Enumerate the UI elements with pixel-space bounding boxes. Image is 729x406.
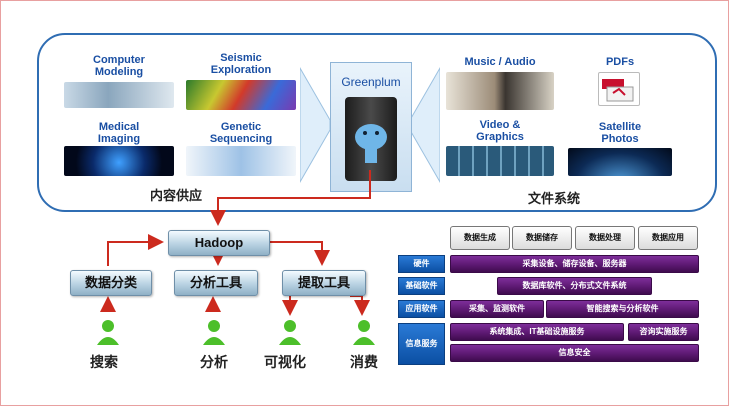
tile-label: PDFs (605, 56, 635, 68)
stack-header: 数据储存 (512, 226, 572, 250)
stack-row-label: 基础软件 (398, 277, 445, 295)
user-label-analysis: 分析 (200, 354, 228, 370)
stack-bar: 系统集成、IT基础设施服务 (450, 323, 624, 341)
tile-medical-imaging: Medical Imaging (64, 121, 174, 145)
tile-label: Genetic (220, 121, 262, 133)
musician-image (446, 72, 554, 110)
satellite-earth-image (568, 148, 672, 176)
tile-label: Music / Audio (464, 56, 536, 68)
tile-label: Modeling (94, 66, 144, 78)
stack-bar: 智能搜索与分析软件 (546, 300, 699, 318)
stack-header: 数据处理 (575, 226, 635, 250)
tile-seismic-exploration: Seismic Exploration (186, 52, 296, 76)
stack-bar: 采集、监测软件 (450, 300, 544, 318)
stack-row-label: 信息服务 (398, 323, 445, 365)
seismic-map-image (186, 80, 296, 110)
right-funnel-wedge (410, 66, 440, 184)
tile-video-graphics: Video & Graphics (446, 119, 554, 143)
greenplum-device-image (345, 97, 397, 181)
left-funnel-wedge (300, 66, 330, 184)
tile-label: Video & (479, 119, 521, 131)
tile-computer-modeling: Computer Modeling (64, 54, 174, 78)
stack-bar: 咨询实施服务 (628, 323, 699, 341)
tile-label: Seismic (220, 52, 262, 64)
tile-label: Medical (98, 121, 140, 133)
stack-header: 数据应用 (638, 226, 698, 250)
stack-row-label: 硬件 (398, 255, 445, 273)
arrow-hadoop-to-extract (270, 241, 330, 266)
user-label-consume: 消费 (350, 354, 378, 370)
tile-label: Computer (93, 54, 145, 66)
tile-label: Graphics (476, 131, 524, 143)
tool-classify: 数据分类 (70, 270, 152, 296)
tool-extract: 提取工具 (282, 270, 366, 296)
tile-label: Imaging (97, 133, 141, 145)
eye-closeup-image (64, 82, 174, 108)
video-wall-image (446, 146, 554, 176)
hadoop-node: Hadoop (168, 230, 270, 256)
tile-label: Satellite (598, 121, 642, 133)
tile-genetic-sequencing: Genetic Sequencing (186, 121, 296, 145)
arrow-greenplum-to-hadoop (210, 170, 371, 226)
greenplum-mascot-icon (355, 124, 387, 163)
greenplum-title: Greenplum (341, 75, 401, 89)
user-search-icon (97, 320, 119, 345)
user-label-search: 搜索 (90, 354, 118, 370)
section-label-right: 文件系统 (528, 191, 581, 206)
adobe-pdf-icon (598, 72, 640, 106)
tool-analysis: 分析工具 (174, 270, 258, 296)
arrow-extract-to-consume (350, 295, 370, 316)
dna-helix-image (186, 146, 296, 176)
tile-label: Exploration (210, 64, 272, 76)
stack-bar: 信息安全 (450, 344, 699, 362)
stack-bar: 采集设备、储存设备、服务器 (450, 255, 699, 273)
tile-satellite-photos: Satellite Photos (568, 121, 672, 145)
arrow-classify-to-hadoop (107, 234, 164, 266)
pdf-logo-icon (602, 79, 634, 102)
tile-music-audio: Music / Audio (446, 56, 554, 68)
user-consume-icon (353, 320, 375, 345)
user-analysis-icon (203, 320, 225, 345)
tile-label: Photos (601, 133, 639, 145)
tile-pdfs: PDFs (570, 56, 670, 68)
user-label-visual: 可视化 (264, 354, 306, 370)
stack-row-label: 应用软件 (398, 300, 445, 318)
stack-header: 数据生成 (450, 226, 510, 250)
brain-scan-image (64, 146, 174, 176)
section-label-left: 内容供应 (150, 188, 203, 203)
tile-label: Sequencing (209, 133, 273, 145)
stack-bar: 数据库软件、分布式文件系统 (497, 277, 652, 295)
user-visual-icon (279, 320, 301, 345)
